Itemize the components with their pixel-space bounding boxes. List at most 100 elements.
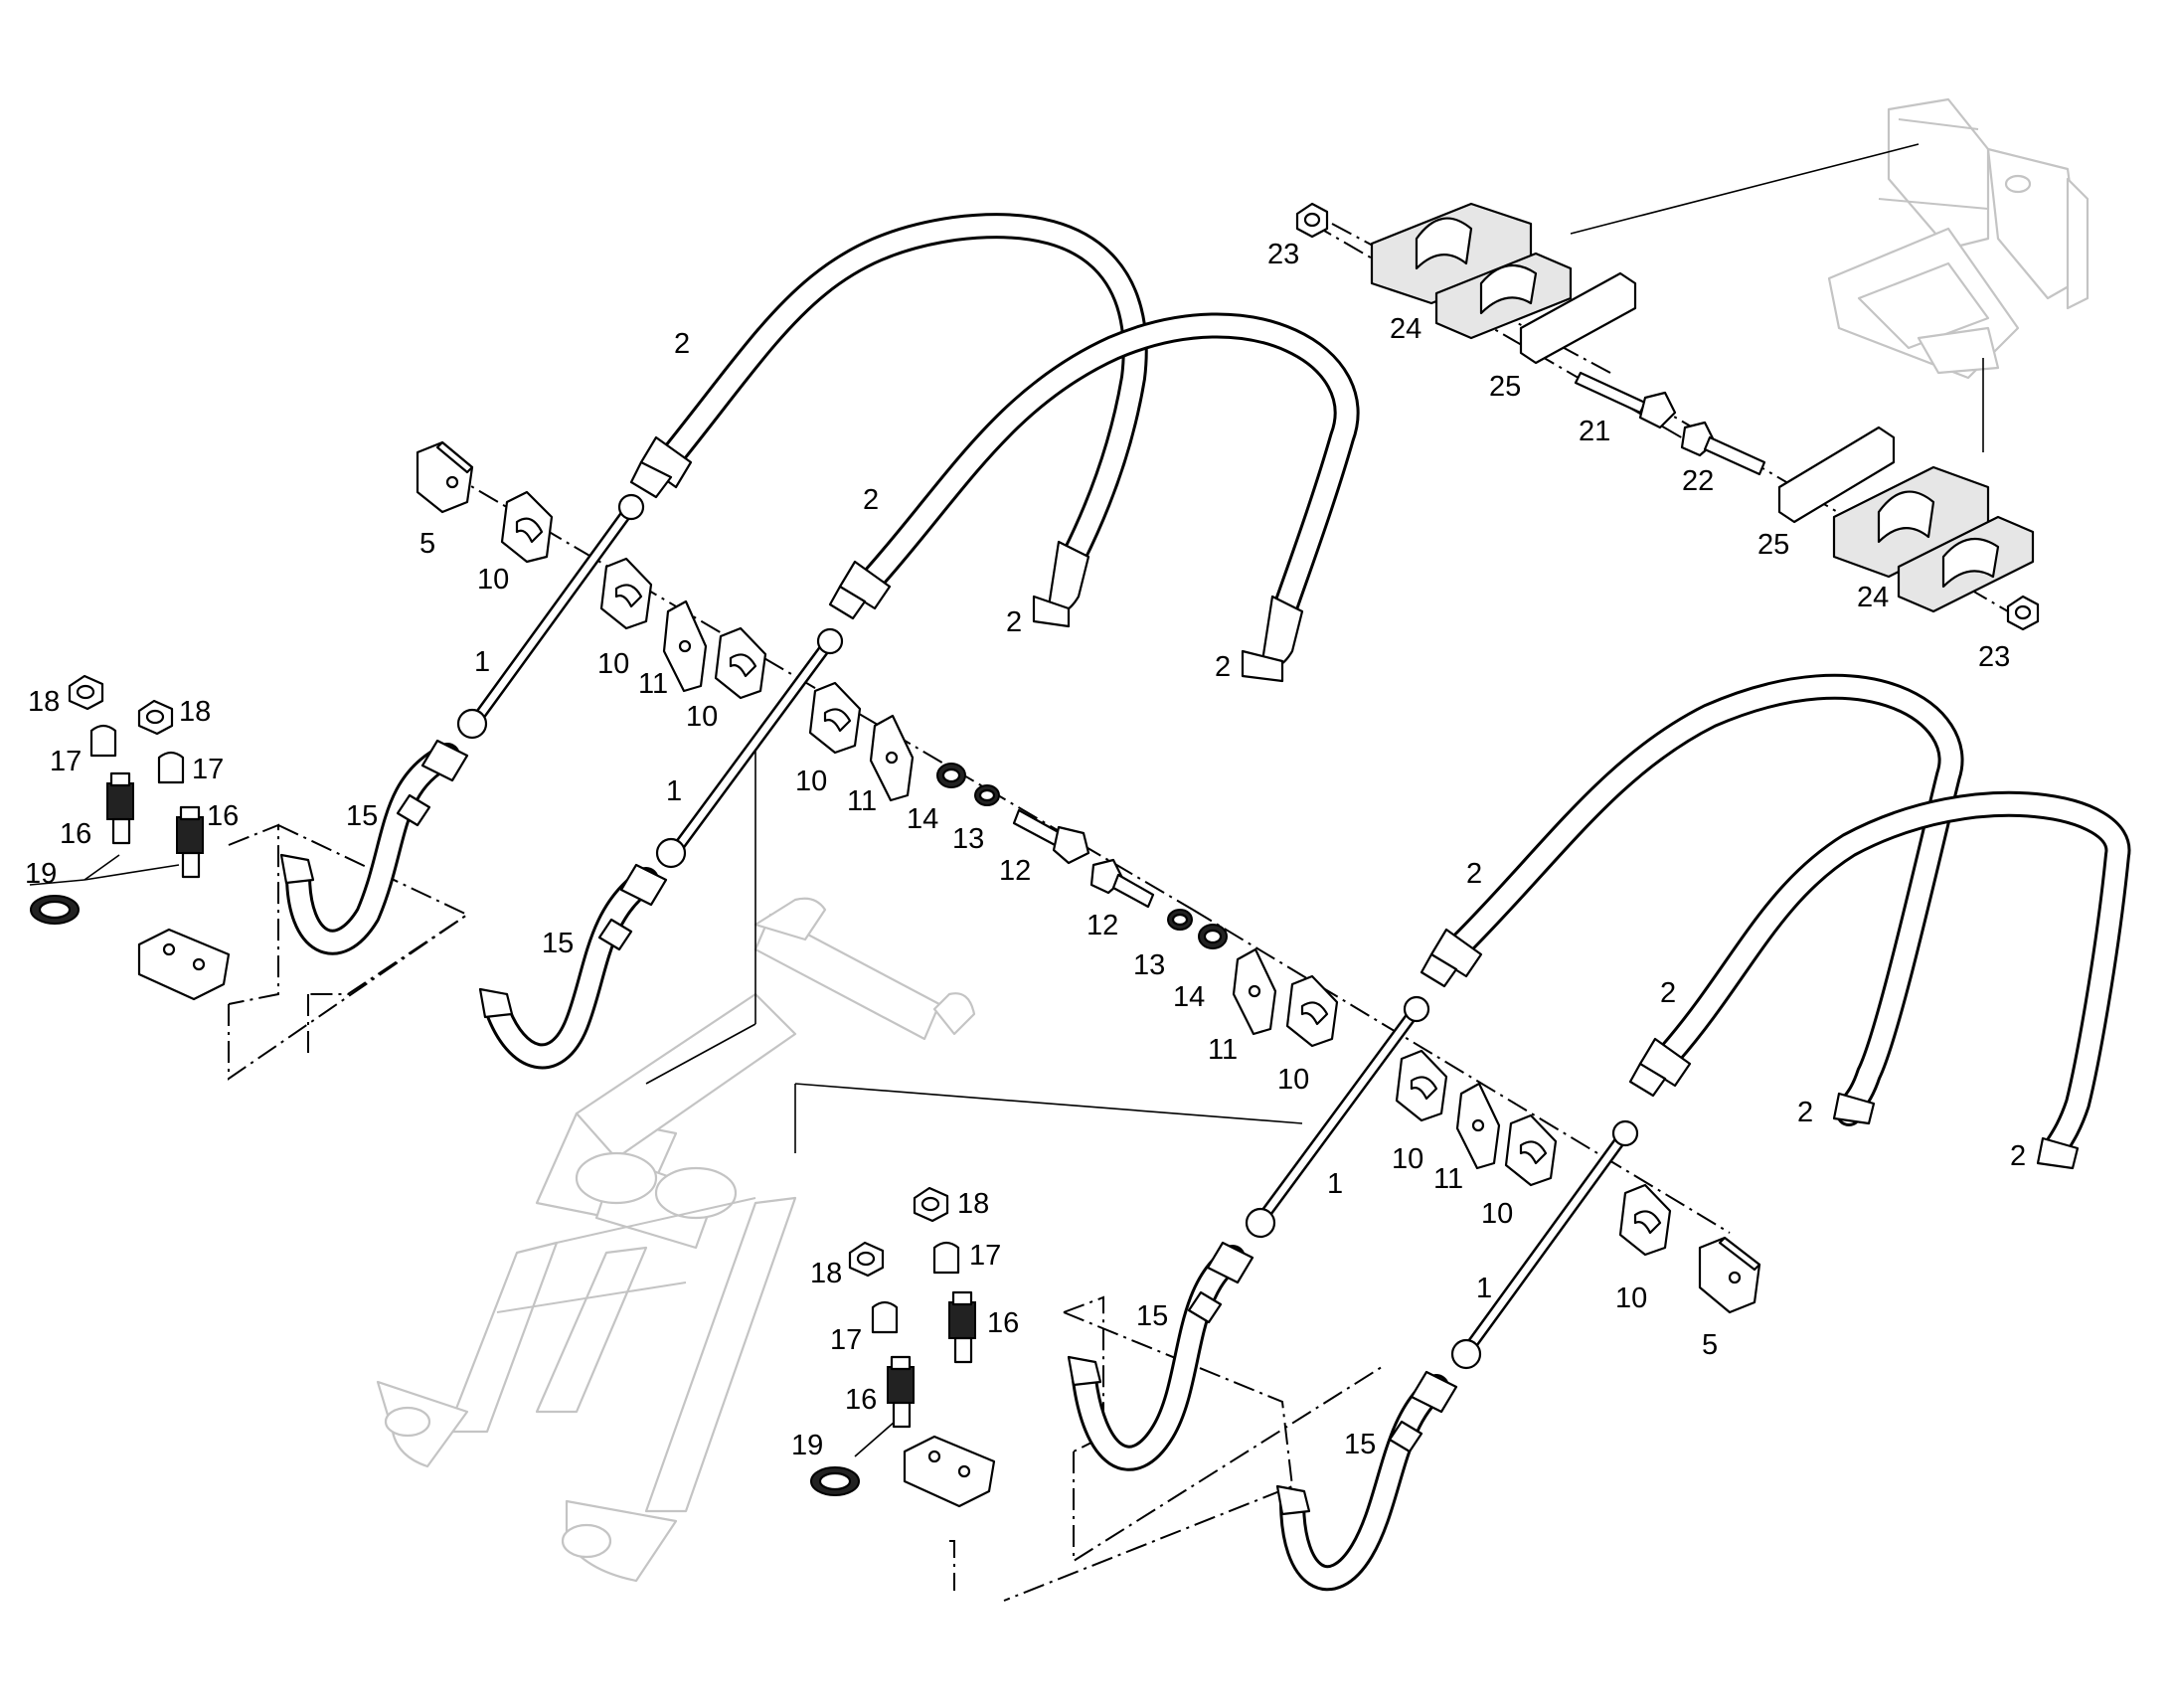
callout-17: 17 — [969, 1240, 1001, 1272]
block-middle — [903, 1435, 996, 1508]
callout-11: 11 — [847, 785, 877, 817]
callout-11: 11 — [638, 668, 668, 700]
callout-10: 10 — [686, 701, 718, 733]
callout-10: 10 — [1481, 1198, 1513, 1230]
callout-11: 11 — [1433, 1163, 1463, 1195]
plate-25-b — [1777, 426, 1896, 524]
callout-19: 19 — [791, 1430, 823, 1461]
clamp-half-10-d — [808, 681, 862, 755]
callout-18: 18 — [28, 686, 60, 718]
callout-23: 23 — [1978, 641, 2010, 673]
sleeve-17-a — [89, 724, 117, 758]
callout-10: 10 — [477, 564, 509, 596]
clamp-half-10-f — [1395, 1049, 1448, 1122]
hose-15-lower-right-b — [1275, 1370, 1458, 1592]
plate-11-c — [1232, 947, 1277, 1036]
clamp-half-10-a — [500, 490, 554, 564]
callout-14: 14 — [1173, 981, 1205, 1013]
callout-2: 2 — [1466, 858, 1482, 890]
hose-2-upper-left-a — [629, 213, 1148, 628]
hose-15-lower-right-a — [1067, 1241, 1254, 1471]
clamp-half-10-c — [714, 626, 767, 700]
nut-18-b — [137, 699, 174, 736]
bolt-12-a — [1012, 808, 1090, 865]
nut-23-a — [1295, 202, 1329, 239]
callout-24: 24 — [1390, 313, 1421, 345]
callout-2: 2 — [1797, 1097, 1813, 1128]
frame-ghost — [1827, 97, 2089, 380]
callout-16: 16 — [60, 818, 91, 850]
callout-16: 16 — [987, 1307, 1019, 1339]
tube-1-lower-right-b — [1450, 1119, 1639, 1370]
callout-16: 16 — [207, 800, 239, 832]
callout-16: 16 — [845, 1384, 877, 1416]
callout-15: 15 — [346, 800, 378, 832]
sleeve-17-d — [871, 1300, 899, 1334]
callout-5: 5 — [1702, 1329, 1718, 1361]
nut-18-c — [913, 1186, 949, 1223]
callout-5: 5 — [419, 528, 435, 560]
callout-12: 12 — [1086, 910, 1118, 941]
bolt-21 — [1574, 371, 1677, 429]
callout-15: 15 — [1344, 1429, 1376, 1460]
callout-1: 1 — [1327, 1168, 1343, 1200]
hose-15-upper-left-a — [279, 739, 469, 955]
clamp-half-10-h — [1618, 1183, 1672, 1257]
tube-1-lower-right-a — [1245, 995, 1430, 1239]
washer-13-b — [1167, 909, 1193, 931]
callout-25: 25 — [1489, 371, 1521, 403]
clamp-24-a — [1370, 202, 1573, 340]
clamp-half-10-g — [1504, 1113, 1558, 1187]
callout-10: 10 — [1277, 1064, 1309, 1096]
union-16-b — [176, 805, 204, 879]
callout-2: 2 — [1215, 651, 1231, 683]
seal-19-b — [810, 1466, 860, 1496]
hose-2-lower-right-b — [1628, 790, 2131, 1170]
clamp-half-10-e — [1285, 974, 1339, 1048]
tube-1-upper-left-a — [456, 493, 645, 740]
bolt-22 — [1680, 421, 1766, 476]
callout-17: 17 — [50, 746, 82, 777]
union-16-a — [106, 771, 134, 845]
nut-18-a — [68, 674, 104, 711]
clamp-half-10-b — [599, 557, 653, 630]
callout-10: 10 — [1392, 1143, 1423, 1175]
block-left — [137, 928, 231, 1001]
callout-1: 1 — [1476, 1273, 1492, 1304]
washer-13-a — [974, 784, 1000, 806]
callout-15: 15 — [1136, 1300, 1168, 1332]
callout-12: 12 — [999, 855, 1031, 887]
washer-14-a — [936, 763, 966, 788]
leader-lines — [29, 143, 1984, 1457]
callout-labels: 1 1 1 1 2 2 2 2 2 2 2 2 5 5 10 10 10 10 … — [25, 239, 2026, 1461]
washer-14-b — [1198, 924, 1228, 949]
callout-18: 18 — [810, 1258, 842, 1289]
callout-2: 2 — [1006, 606, 1022, 638]
seal-19-a — [30, 895, 80, 925]
callout-2: 2 — [863, 484, 879, 516]
callout-10: 10 — [795, 766, 827, 797]
callout-1: 1 — [666, 775, 682, 807]
callout-23: 23 — [1267, 239, 1299, 270]
callout-1: 1 — [474, 646, 490, 678]
hose-15-upper-left-b — [478, 863, 668, 1070]
callout-2: 2 — [1660, 977, 1676, 1009]
callout-22: 22 — [1682, 465, 1714, 497]
hose-2-upper-left-b — [828, 312, 1360, 683]
plate-11-b — [869, 714, 915, 802]
loader-arm-ghost — [376, 897, 976, 1583]
plate-11-d — [1455, 1082, 1501, 1170]
sleeve-17-b — [157, 751, 185, 784]
callout-25: 25 — [1757, 529, 1789, 561]
callout-10: 10 — [597, 648, 629, 680]
bolt-12-b — [1089, 858, 1155, 909]
callout-24: 24 — [1857, 582, 1889, 613]
clamp-24-b — [1832, 465, 2035, 613]
union-16-d — [887, 1355, 915, 1429]
callout-14: 14 — [907, 803, 938, 835]
callout-2: 2 — [674, 328, 690, 360]
clamp-block-5-right — [1698, 1236, 1761, 1314]
callout-10: 10 — [1615, 1282, 1647, 1314]
callout-13: 13 — [1133, 949, 1165, 981]
